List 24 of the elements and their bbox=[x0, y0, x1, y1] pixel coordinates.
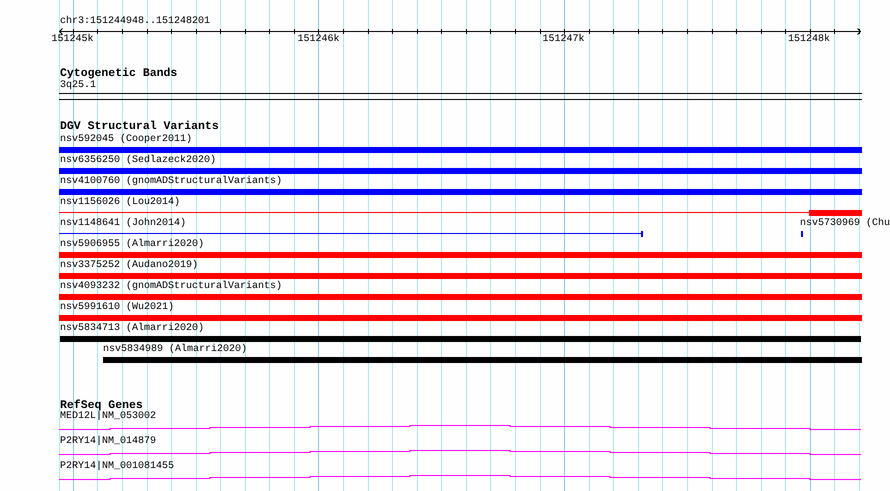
feature-label: nsv1156026 (Lou2014) bbox=[60, 197, 180, 208]
feature-label: nsv1148641 (John2014) bbox=[60, 218, 186, 229]
feature-label: P2RY14|NM_001081455 bbox=[60, 461, 174, 472]
feature-label: MED12L|NM_053002 bbox=[60, 411, 156, 422]
feature-label: P2RY14|NM_014879 bbox=[60, 436, 156, 447]
feature-label: nsv4093232 (gnomADStructuralVariants) bbox=[60, 281, 282, 292]
feature-label: nsv3375252 (Audano2019) bbox=[60, 260, 198, 271]
coordinate-label: chr3:151244948..151248201 bbox=[60, 16, 210, 27]
feature-label: nsv592045 (Cooper2011) bbox=[60, 134, 192, 145]
tick-label: 151246k bbox=[298, 34, 340, 45]
track-heading: RefSeq Genes bbox=[60, 400, 143, 412]
tick-label: 151245k bbox=[52, 34, 94, 45]
feature-label: nsv6356250 (Sedlazeck2020) bbox=[60, 155, 216, 166]
feature-label: nsv5991610 (Wu2021) bbox=[60, 302, 174, 313]
tick-label: 151248k bbox=[788, 34, 830, 45]
feature-label: 3q25.1 bbox=[60, 80, 96, 91]
feature-label: nsv5834989 (Almarri2020) bbox=[103, 344, 248, 355]
feature-label: nsv5906955 (Almarri2020) bbox=[60, 239, 204, 250]
feature-label: nsv5834713 (Almarri2020) bbox=[60, 323, 204, 334]
feature-label: nsv5730969 (Chu bbox=[800, 218, 890, 229]
tick-label: 151247k bbox=[542, 34, 585, 45]
track-heading: Cytogenetic Bands bbox=[60, 68, 178, 80]
feature-label: nsv4100760 (gnomADStructuralVariants) bbox=[60, 176, 282, 187]
track-heading: DGV Structural Variants bbox=[60, 121, 219, 133]
